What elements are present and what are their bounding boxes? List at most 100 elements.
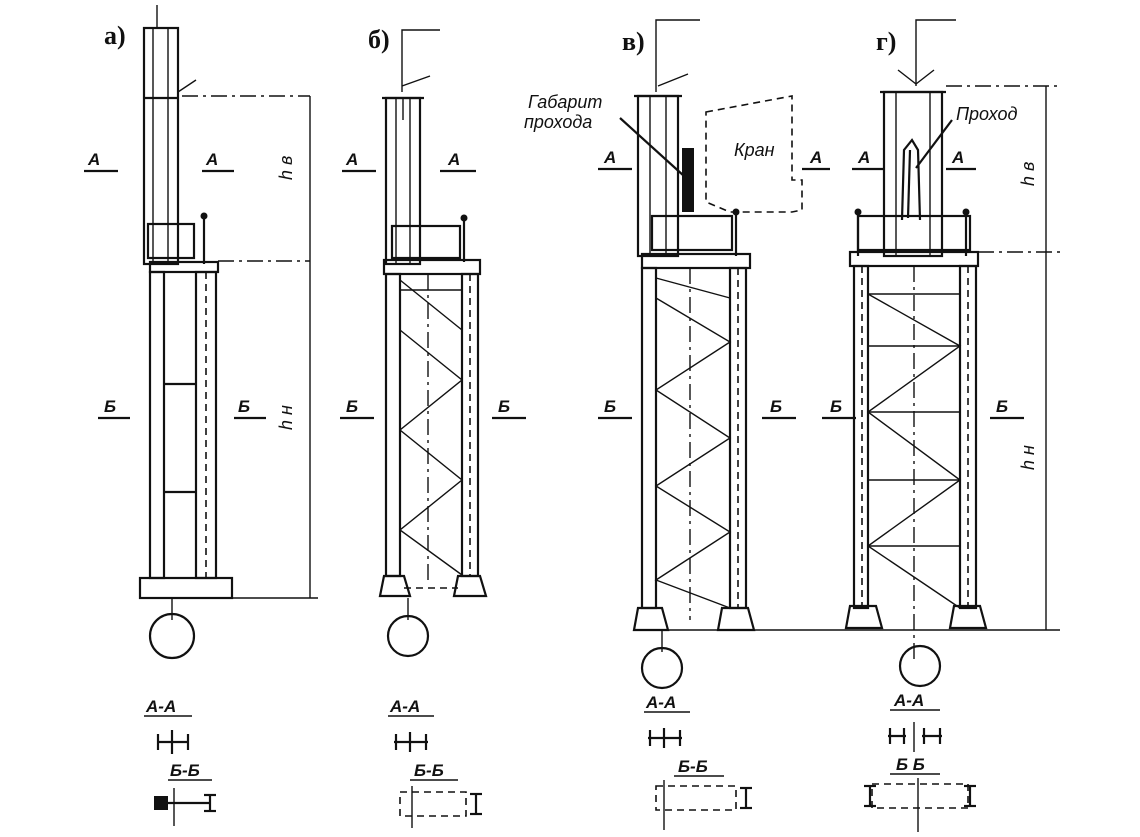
v-lattice-top <box>655 277 731 299</box>
b-rail-head <box>460 214 468 222</box>
b-foundation-symbol <box>386 614 430 658</box>
g-bracket-r <box>915 69 935 85</box>
a-mark-a-right: А <box>205 150 218 169</box>
a-base-plate <box>138 576 234 600</box>
g-mark-b-right: Б <box>996 397 1008 416</box>
a-mark-b-right: Б <box>238 397 250 416</box>
b-mark-b-right: Б <box>498 397 510 416</box>
v-top-axis <box>655 19 700 92</box>
g-foundation-symbol <box>898 644 942 688</box>
v-crane-label: Кран <box>734 140 775 160</box>
g-upper-column <box>882 90 944 258</box>
b-mark-a-left: А <box>345 150 358 169</box>
a-bracket-line <box>177 79 197 93</box>
g-shoulder <box>848 250 980 268</box>
b-lower-branch-left <box>384 272 402 578</box>
v-mark-a-right: А <box>809 148 822 167</box>
b-shoulder <box>382 258 482 276</box>
v-clearance-leader <box>619 117 685 177</box>
b-section-aa-shape <box>394 732 428 752</box>
g-passage-label: Проход <box>956 104 1017 124</box>
g-crane-beam <box>856 214 972 252</box>
a-dim-upper: h в <box>276 156 296 180</box>
g-bracket-l <box>897 69 917 85</box>
b-crane-beam <box>390 224 462 260</box>
b-top-axis <box>401 29 440 92</box>
v-lattice <box>654 297 732 609</box>
a-section-bb-title: Б-Б <box>170 761 200 780</box>
g-mark-b-left: Б <box>830 397 842 416</box>
v-lower-branch-left <box>640 266 658 610</box>
a-lower-branch-right <box>194 270 218 580</box>
g-dim-lower: h н <box>1018 445 1038 470</box>
a-section-aa-shape <box>156 730 190 754</box>
a-crane-beam <box>146 222 196 260</box>
column-variant-v: в) Габарит прохода Кран <box>524 19 1060 830</box>
g-lower-branch-left <box>852 264 870 610</box>
v-rail-head <box>732 208 740 216</box>
g-passage-leader <box>915 119 953 169</box>
v-shoulder <box>640 252 752 270</box>
g-base-right <box>948 604 988 630</box>
b-mark-b-left: Б <box>346 397 358 416</box>
g-passage-figure <box>900 138 922 221</box>
column-variant-b: б) А А Б Б <box>340 25 526 828</box>
g-rail-head-right <box>962 208 970 216</box>
variant-b-label: б) <box>368 25 390 54</box>
variant-v-label: в) <box>622 27 645 56</box>
b-lattice <box>398 329 464 576</box>
v-mark-a-left: А <box>603 148 616 167</box>
v-mark-b-left: Б <box>604 397 616 416</box>
g-section-aa-title: А-А <box>893 691 924 710</box>
a-mark-a-left: А <box>87 150 100 169</box>
v-upper-column <box>636 94 680 258</box>
b-base-left <box>378 574 412 598</box>
g-passage-figure-inner <box>906 149 912 219</box>
b-bracket-line <box>401 75 431 87</box>
a-shoulder <box>148 260 220 274</box>
a-section-aa-title: А-А <box>145 697 176 716</box>
a-lower-branch-left <box>148 270 166 580</box>
v-section-aa-shape <box>648 728 682 748</box>
v-section-bb-shape <box>655 780 752 830</box>
v-passage-opening <box>682 148 694 212</box>
column-variant-g: г) Проход <box>822 19 1060 832</box>
g-dim-upper: h в <box>1018 162 1038 186</box>
a-dim-lower: h н <box>276 405 296 430</box>
a-section-bb-shape <box>154 788 216 826</box>
g-section-bb-shape <box>864 778 976 832</box>
v-mark-b-right: Б <box>770 397 782 416</box>
b-section-aa-title: А-А <box>389 697 420 716</box>
g-mark-a-right: А <box>951 148 964 167</box>
column-variant-a: а) h в h н А А Б <box>84 5 318 826</box>
v-clearance-note-1: Габарит <box>528 92 602 112</box>
b-lattice-top <box>399 279 463 331</box>
v-section-aa-title: А-А <box>645 693 676 712</box>
v-crane-outline <box>705 95 803 213</box>
v-base-left <box>632 606 670 632</box>
b-section-bb-shape <box>399 786 482 828</box>
a-rail-head <box>200 212 208 220</box>
g-lattice <box>866 293 962 609</box>
g-base-left <box>844 604 884 630</box>
v-foundation-symbol <box>640 646 684 690</box>
a-upper-column <box>142 26 180 266</box>
variant-a-label: а) <box>104 21 126 50</box>
g-top-axis <box>915 19 956 86</box>
b-mark-a-right: А <box>447 150 460 169</box>
b-section-bb-title: Б-Б <box>414 761 444 780</box>
g-mark-a-left: А <box>857 148 870 167</box>
a-foundation-symbol <box>148 612 196 660</box>
a-mark-b-left: Б <box>104 397 116 416</box>
g-rail-head-left <box>854 208 862 216</box>
v-clearance-note-2: прохода <box>524 112 592 132</box>
v-bracket-line <box>657 73 689 87</box>
v-crane-beam <box>650 214 734 252</box>
g-section-aa-shape <box>888 722 942 752</box>
variant-g-label: г) <box>876 27 896 56</box>
v-base-right <box>716 606 756 632</box>
v-section-bb-title: Б-Б <box>678 757 708 776</box>
g-section-bb-title: Б Б <box>896 755 925 774</box>
